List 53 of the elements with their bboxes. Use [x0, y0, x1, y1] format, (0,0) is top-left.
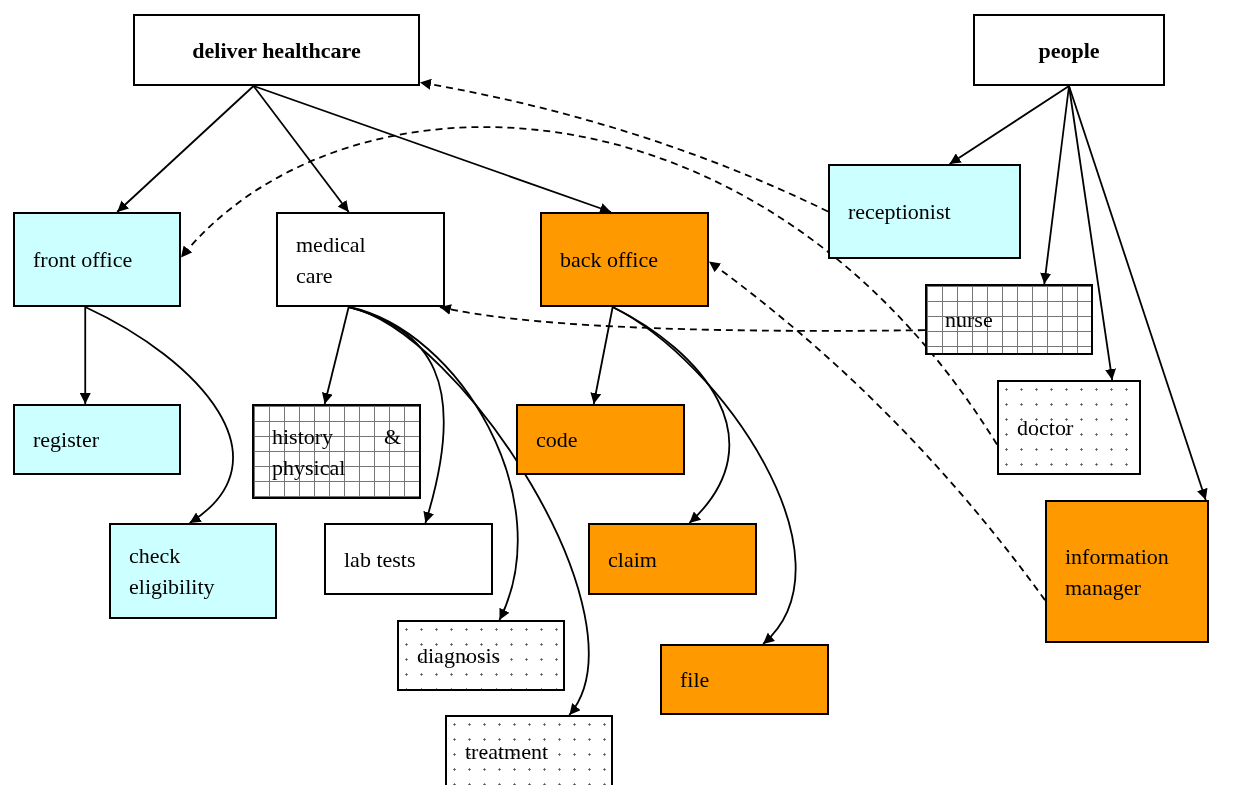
arrow — [419, 78, 829, 213]
arrow — [1068, 85, 1208, 501]
arrow — [79, 306, 91, 405]
arrow — [180, 126, 998, 446]
arrow — [611, 306, 797, 645]
arrow — [321, 306, 350, 405]
arrow — [439, 303, 926, 332]
box-label: medical care — [296, 230, 367, 290]
arrow — [347, 306, 445, 524]
box-label: file — [680, 666, 710, 694]
arrow — [948, 85, 1070, 165]
box-label: claim — [608, 545, 657, 574]
box-label: doctor — [1017, 414, 1074, 442]
process-box — [252, 404, 421, 499]
box-label: lab tests — [344, 545, 416, 574]
box-label: front office — [33, 246, 133, 274]
process-box — [660, 644, 829, 715]
arrow — [252, 85, 350, 213]
arrow — [708, 260, 1046, 601]
process-box — [397, 620, 565, 691]
process-box — [13, 404, 181, 475]
box-label: register — [33, 426, 99, 454]
arrow — [347, 306, 590, 716]
process-box — [109, 523, 277, 619]
arrow — [116, 85, 255, 213]
box-label: code — [536, 426, 578, 454]
process-box — [973, 14, 1165, 86]
arrow — [252, 85, 612, 214]
box-label: back office — [560, 246, 658, 274]
box-label: nurse — [945, 306, 993, 334]
box-label: diagnosis — [417, 642, 501, 670]
arrow — [84, 306, 234, 524]
process-box — [516, 404, 685, 475]
process-box — [588, 523, 757, 595]
box-label: receptionist — [848, 198, 951, 226]
box-label: check eligibility — [129, 542, 216, 601]
process-box — [828, 164, 1021, 259]
box-label: deliver healthcare — [192, 36, 361, 65]
process-box — [925, 284, 1093, 355]
process-box — [540, 212, 709, 307]
process-box — [276, 212, 445, 307]
process-box — [1045, 500, 1209, 643]
process-box — [13, 212, 181, 307]
box-label: information manager — [1065, 542, 1170, 602]
process-box — [324, 523, 493, 595]
arrow — [590, 306, 614, 405]
arrow — [1068, 85, 1117, 381]
box-label: treatment — [465, 737, 549, 766]
process-box — [445, 715, 613, 785]
box-label: people — [1038, 36, 1100, 65]
process-box — [133, 14, 420, 86]
process-box — [997, 380, 1141, 475]
box-label: history & physical — [272, 422, 401, 482]
